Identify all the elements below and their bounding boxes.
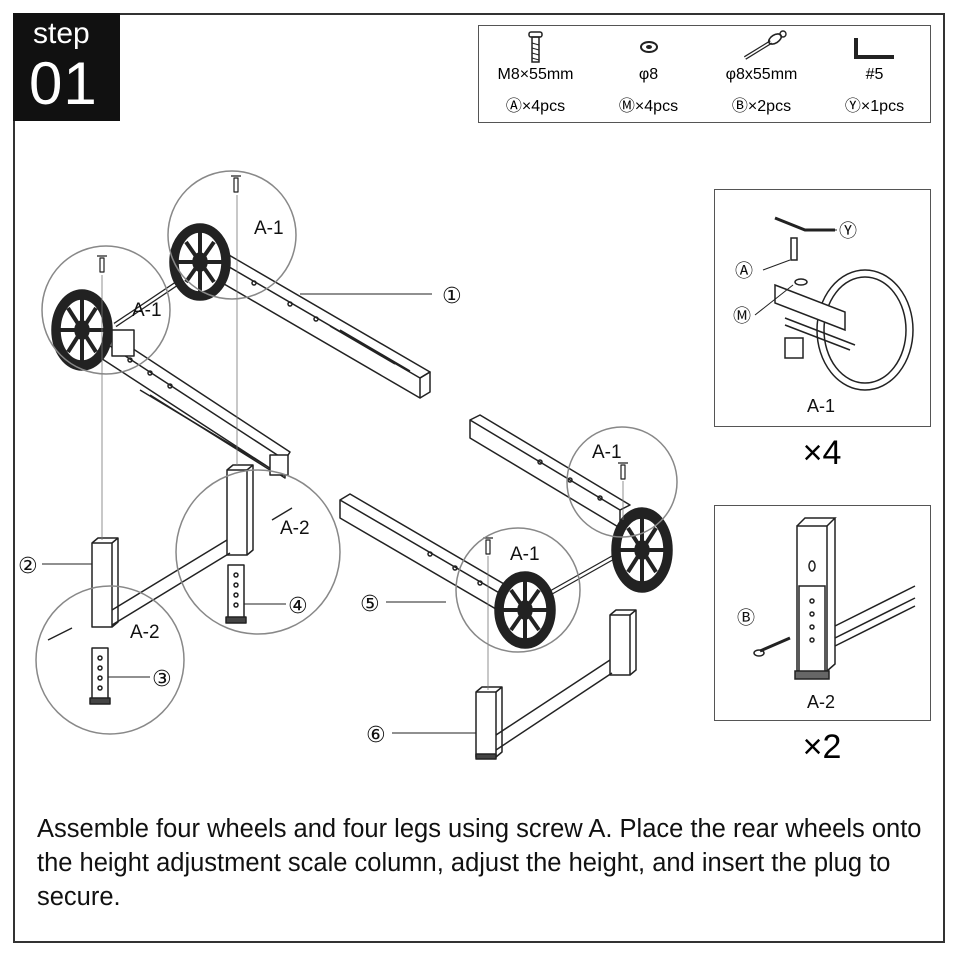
frame-rail-1 (199, 243, 431, 399)
part-qty: Ⓜ×4pcs (618, 98, 679, 115)
alignment-guides (101, 195, 624, 690)
detail-box-a1: Ⓨ Ⓐ Ⓜ A-1 (714, 189, 931, 427)
callout-2: ② (18, 553, 38, 578)
wheel-right-front (494, 571, 556, 649)
part-spec: M8×55mm (497, 66, 574, 83)
callout-3: ③ (152, 666, 172, 691)
zoom-label-a1: A-1 (592, 442, 622, 463)
screw-icon (528, 31, 543, 63)
callout-4: ④ (288, 593, 308, 618)
step-label: step (33, 17, 90, 50)
zoom-label-a2: A-2 (280, 518, 310, 539)
instruction-text: Assemble four wheels and four legs using… (37, 815, 922, 911)
part-qty: Ⓑ×2pcs (731, 98, 792, 115)
wheel-right-rear (611, 507, 673, 593)
zoom-label-a1: A-1 (510, 544, 540, 565)
detail-a2-label: A-2 (807, 692, 835, 712)
washer-icon (640, 41, 658, 53)
callout-6: ⑥ (366, 722, 386, 747)
detail-a1-callout-m: Ⓜ (733, 306, 751, 326)
callout-leaders (42, 293, 476, 734)
parts-list: M8×55mm Ⓐ×4pcs φ8 Ⓜ×4pcs φ8x55mm Ⓑ×2pcs (478, 25, 931, 123)
part-qty: Ⓐ×4pcs (505, 98, 566, 115)
callout-1: ① (442, 283, 462, 308)
detail-box-a2: Ⓑ A-2 (714, 505, 931, 721)
part-spec: φ8x55mm (725, 66, 798, 83)
zoom-label-a1: A-1 (254, 218, 284, 239)
detail-a1-callout-y: Ⓨ (839, 221, 857, 241)
step-badge: step 01 (13, 13, 120, 121)
part-washer-m: φ8 Ⓜ×4pcs (592, 26, 705, 122)
zoom-circles (35, 170, 678, 735)
part-qty: Ⓨ×1pcs (844, 98, 905, 115)
detail-a1-multiplier: ×4 (802, 434, 842, 472)
leg-left (89, 464, 254, 705)
assembly-drawing: ① ② ③ ④ ⑤ ⑥ A-1 A-1 A-2 A-2 A-1 A-1 (18, 170, 678, 760)
part-pin-b: φ8x55mm Ⓑ×2pcs (705, 26, 818, 122)
part-spec: φ8 (638, 66, 659, 83)
wheel-left-front (51, 289, 135, 371)
pin-markers (47, 507, 293, 641)
zoom-label-a2: A-2 (130, 622, 160, 643)
part-screw-a: M8×55mm Ⓐ×4pcs (479, 26, 592, 122)
detail-a2-callout-b: Ⓑ (737, 608, 755, 628)
hex-key-icon (854, 38, 894, 59)
detail-a2-drawing: Ⓑ A-2 (737, 517, 916, 712)
detail-a1-callout-a: Ⓐ (735, 261, 753, 281)
leg-right (475, 609, 637, 760)
screw-markers (97, 175, 628, 555)
page-border (13, 13, 945, 943)
frame-rail-right-rear (469, 414, 631, 529)
callout-5: ⑤ (360, 591, 380, 616)
detail-a1-label: A-1 (807, 396, 835, 416)
wheel-left-rear (169, 223, 231, 301)
zoom-label-a1: A-1 (132, 300, 162, 321)
pin-icon (743, 30, 787, 60)
detail-a2-multiplier: ×2 (802, 728, 842, 766)
part-hex-key-y: #5 Ⓨ×1pcs (818, 26, 931, 122)
detail-a1-drawing: Ⓨ Ⓐ Ⓜ A-1 (733, 216, 914, 416)
step-number: 01 (29, 50, 98, 117)
part-spec: #5 (865, 66, 884, 83)
